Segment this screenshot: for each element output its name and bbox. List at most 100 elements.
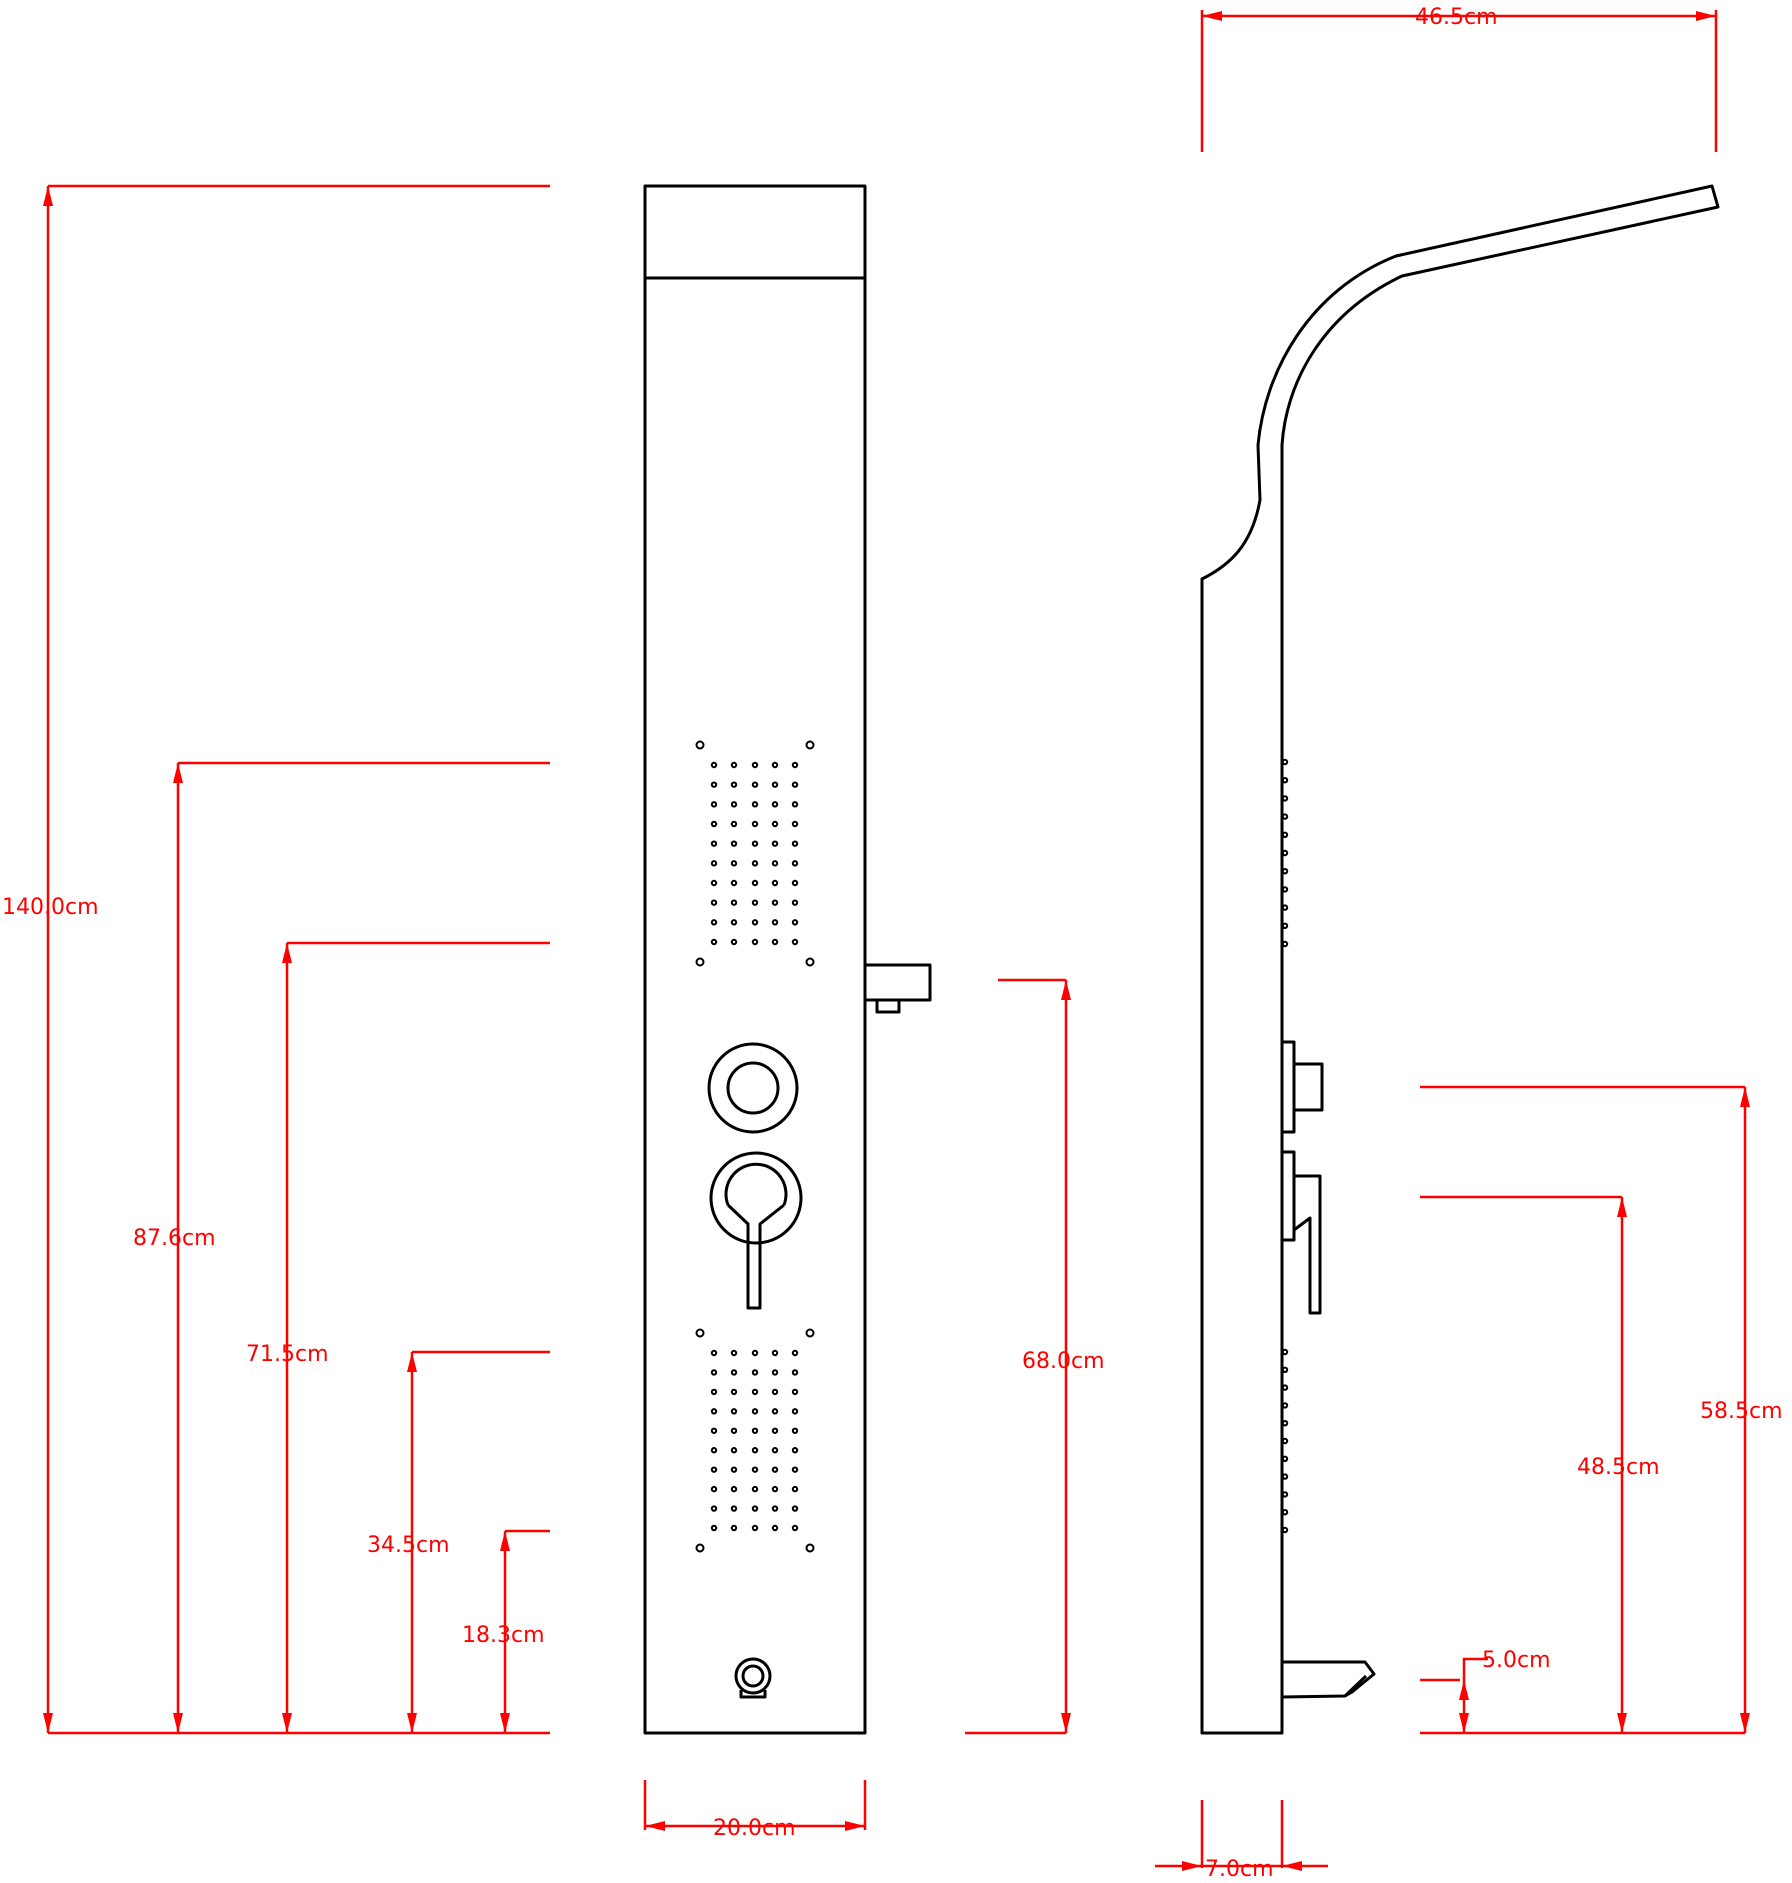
label-body-jets-top: 87.6cm xyxy=(133,1226,216,1251)
jet-nozzle xyxy=(751,1369,759,1376)
jet-nozzle xyxy=(710,1349,718,1357)
jet-nozzle xyxy=(730,781,738,788)
jet-nozzle xyxy=(710,1388,718,1396)
side-diverter-knob xyxy=(1280,1040,1324,1134)
jet-nozzle xyxy=(710,1447,718,1454)
jet-nozzle xyxy=(791,761,799,769)
dimension-arrowhead xyxy=(1061,980,1071,1000)
jet-nozzle xyxy=(1281,868,1289,875)
dimension-arrowhead xyxy=(1182,1861,1202,1871)
jet-nozzle xyxy=(771,1388,779,1396)
jet-nozzle xyxy=(791,1427,799,1434)
jet-nozzle xyxy=(771,781,779,788)
jet-nozzle xyxy=(710,820,718,828)
jet-nozzle xyxy=(730,879,738,887)
jet-nozzle xyxy=(791,1505,799,1512)
jet-nozzle xyxy=(791,1388,799,1396)
dimension-arrowhead xyxy=(282,943,292,963)
dimension-arrowhead xyxy=(1282,1861,1302,1871)
jet-nozzle xyxy=(695,740,705,750)
lower-body-jet xyxy=(695,1328,815,1553)
jet-nozzle xyxy=(695,1328,705,1338)
jet-nozzle xyxy=(1281,1348,1289,1356)
jet-nozzle xyxy=(805,1328,815,1338)
jet-nozzle xyxy=(710,1505,718,1512)
dimension-arrowhead xyxy=(1617,1197,1627,1217)
dimension-arrowhead xyxy=(1740,1087,1750,1107)
jet-nozzle xyxy=(791,1524,799,1532)
jet-nozzle xyxy=(771,1447,779,1454)
label-body-jets-middle: 71.5cm xyxy=(246,1342,329,1367)
jet-nozzle xyxy=(1281,795,1289,802)
dimension-arrowhead xyxy=(1459,1680,1469,1700)
side-panel-profile xyxy=(1200,184,1720,1735)
jet-nozzle xyxy=(710,938,718,946)
label-top-reach: 46.5cm xyxy=(1415,5,1498,30)
dimension-arrowhead xyxy=(1740,1713,1750,1733)
jet-nozzle xyxy=(751,879,759,887)
label-tub-spout-height: 5.0cm xyxy=(1482,1648,1551,1673)
jet-nozzle xyxy=(751,1388,759,1396)
jet-nozzle xyxy=(791,1485,799,1493)
dimension-arrowhead xyxy=(43,186,53,206)
jet-nozzle xyxy=(751,1447,759,1454)
jet-nozzle xyxy=(730,938,738,946)
jet-nozzle xyxy=(751,860,759,867)
dimension-arrowhead xyxy=(43,1713,53,1733)
jet-nozzle xyxy=(791,899,799,906)
jet-nozzle xyxy=(751,1505,759,1512)
side-mixer-lever xyxy=(1280,1150,1322,1315)
jet-nozzle xyxy=(751,1466,759,1473)
jet-nozzle xyxy=(751,899,759,906)
dimension-arrowhead xyxy=(1459,1713,1469,1733)
jet-nozzle xyxy=(710,840,718,847)
dimension-arrowhead xyxy=(1696,11,1716,21)
jet-nozzle xyxy=(1281,904,1289,911)
label-total-height: 140.0cm xyxy=(2,895,99,920)
dimension-arrowhead xyxy=(500,1531,510,1551)
jet-nozzle xyxy=(771,879,779,887)
jet-nozzle xyxy=(805,1543,815,1553)
jet-nozzle xyxy=(751,820,759,828)
jet-nozzle xyxy=(1281,922,1289,929)
label-panel-depth: 7.0cm xyxy=(1205,1857,1274,1882)
label-mixer-lever: 48.5cm xyxy=(1577,1455,1660,1480)
jet-nozzle xyxy=(1281,1526,1289,1534)
jet-nozzle xyxy=(771,761,779,769)
jet-nozzle xyxy=(730,801,738,808)
jet-nozzle xyxy=(751,801,759,808)
jet-nozzle xyxy=(751,1349,759,1357)
jet-nozzle xyxy=(710,761,718,769)
jet-nozzle xyxy=(730,1427,738,1434)
jet-nozzle xyxy=(730,1369,738,1376)
jet-nozzle xyxy=(695,957,705,967)
jet-nozzle xyxy=(1281,1437,1289,1445)
jet-nozzle xyxy=(710,1369,718,1376)
jet-nozzle xyxy=(730,1388,738,1396)
jet-nozzle xyxy=(1281,1473,1289,1480)
hand-shower-holder xyxy=(865,963,932,1014)
jet-nozzle xyxy=(771,1485,779,1493)
dimension-arrowhead xyxy=(173,1713,183,1733)
jet-nozzle xyxy=(730,820,738,828)
jet-nozzle xyxy=(730,1466,738,1473)
jet-nozzle xyxy=(791,919,799,926)
jet-nozzle xyxy=(730,1524,738,1532)
dimension-arrowhead xyxy=(845,1821,865,1831)
jet-nozzle xyxy=(710,879,718,887)
dimension-lines xyxy=(46,10,1747,1868)
jet-nozzle xyxy=(1281,813,1289,820)
jet-nozzle xyxy=(771,1466,779,1473)
jet-nozzle xyxy=(730,899,738,906)
dimension-arrowhead xyxy=(282,1713,292,1733)
jet-nozzle xyxy=(710,1466,718,1473)
jet-nozzle xyxy=(791,1447,799,1454)
dimension-labels: 140.0cm 87.6cm 71.5cm 34.5cm 18.3cm 68.0… xyxy=(2,5,1783,1882)
jet-nozzle xyxy=(730,1447,738,1454)
jet-nozzle xyxy=(791,938,799,946)
jet-nozzle xyxy=(1281,758,1289,766)
jet-nozzle xyxy=(771,840,779,847)
jet-nozzle xyxy=(771,801,779,808)
jet-nozzle xyxy=(791,1369,799,1376)
jet-nozzle xyxy=(1281,940,1289,948)
